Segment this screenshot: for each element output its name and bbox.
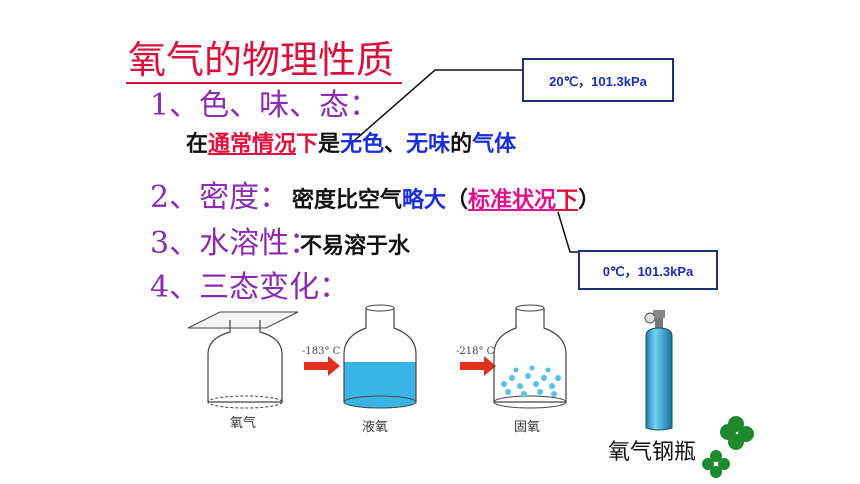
callout-line-normal bbox=[354, 69, 522, 141]
slightly-larger-term: 略大 bbox=[402, 188, 447, 213]
solid-oxygen-jar bbox=[493, 304, 567, 409]
colorless-term: 无色 bbox=[340, 132, 385, 157]
text-segment: 在 bbox=[186, 132, 209, 157]
oxygen-cylinder bbox=[644, 310, 673, 431]
cylinder-body bbox=[645, 327, 673, 431]
jar-bottom bbox=[207, 395, 283, 409]
item-number: 2、 bbox=[150, 180, 200, 215]
snowflake-crystals bbox=[501, 365, 561, 397]
callout-line-standard bbox=[557, 211, 578, 253]
item-number: 3、 bbox=[150, 226, 200, 261]
jar-bottom bbox=[343, 395, 417, 409]
valve-top bbox=[653, 310, 665, 318]
statement-solubility: 不易溶于水 bbox=[300, 234, 411, 259]
jar-mouth bbox=[365, 304, 395, 312]
liquid-oxygen-jar bbox=[343, 304, 417, 409]
arrow-to-solid bbox=[460, 356, 496, 376]
label-oxygen-cylinder: 氧气钢瓶 bbox=[608, 440, 697, 465]
label-solid-oxygen: 固氧 bbox=[514, 420, 541, 435]
label-oxygen-gas: 氧气 bbox=[230, 416, 257, 431]
text-segment: 密度比空气 bbox=[292, 188, 403, 213]
item-solubility: 3、水溶性： bbox=[150, 224, 319, 264]
item-label: 水溶性： bbox=[199, 226, 320, 261]
item-label: 色、味、态： bbox=[199, 88, 380, 123]
text-segment: 是 bbox=[318, 132, 341, 157]
arrow-shape bbox=[460, 356, 496, 376]
arrow-to-liquid bbox=[304, 356, 340, 376]
callout-normal-conditions: 20℃，101.3kPa bbox=[522, 58, 674, 102]
item-number: 4、 bbox=[150, 270, 200, 305]
odorless-term: 无味 bbox=[406, 132, 451, 157]
jar-body bbox=[207, 320, 283, 403]
liquid-fill bbox=[344, 362, 416, 402]
text-segment: 下 bbox=[556, 188, 579, 213]
callout-standard-conditions: 0℃，101.3kPa bbox=[578, 250, 718, 290]
item-number: 1、 bbox=[150, 88, 200, 123]
gas-jar bbox=[187, 311, 299, 409]
jar-mouth bbox=[515, 304, 545, 312]
statement-appearance: 在通常情况下是无色、无味的气体 bbox=[186, 130, 516, 160]
arrow-shape bbox=[304, 356, 340, 376]
normal-conditions-term: 通常情况 bbox=[208, 132, 297, 157]
item-phase-change: 4、三态变化： bbox=[150, 268, 349, 308]
jar-body bbox=[493, 308, 567, 403]
gauge bbox=[644, 312, 656, 324]
clover-small bbox=[702, 450, 730, 478]
clover-large bbox=[720, 416, 754, 450]
item-label: 三态变化： bbox=[199, 270, 350, 305]
title-underline bbox=[126, 82, 402, 84]
item-label: 密度： bbox=[199, 180, 290, 215]
page-title: 氧气的物理性质 bbox=[128, 38, 395, 82]
item-color-smell-state: 1、色、味、态： bbox=[150, 86, 379, 126]
text-segment: ） bbox=[578, 188, 601, 213]
text-segment: 下 bbox=[296, 132, 319, 157]
text-segment: 的 bbox=[450, 132, 473, 157]
item-density: 2、密度： bbox=[150, 178, 289, 218]
gas-term-2: 体 bbox=[494, 132, 517, 157]
label-liquid-oxygen: 液氧 bbox=[362, 420, 389, 435]
clover-decoration bbox=[702, 416, 754, 478]
temp-solidify: -218° C bbox=[456, 346, 495, 357]
temp-liquefy: -183° C bbox=[302, 346, 341, 357]
phase-change-figure bbox=[187, 304, 567, 409]
glass-plate bbox=[187, 311, 299, 329]
text-segment: （ bbox=[446, 188, 469, 213]
statement-density: 密度比空气略大（标准状况下） bbox=[292, 186, 600, 216]
gas-term: 气 bbox=[472, 132, 495, 157]
valve-neck bbox=[655, 318, 663, 328]
text-segment: 、 bbox=[384, 132, 407, 157]
jar-bottom bbox=[493, 395, 567, 409]
standard-conditions-term: 标准状况 bbox=[468, 188, 557, 213]
